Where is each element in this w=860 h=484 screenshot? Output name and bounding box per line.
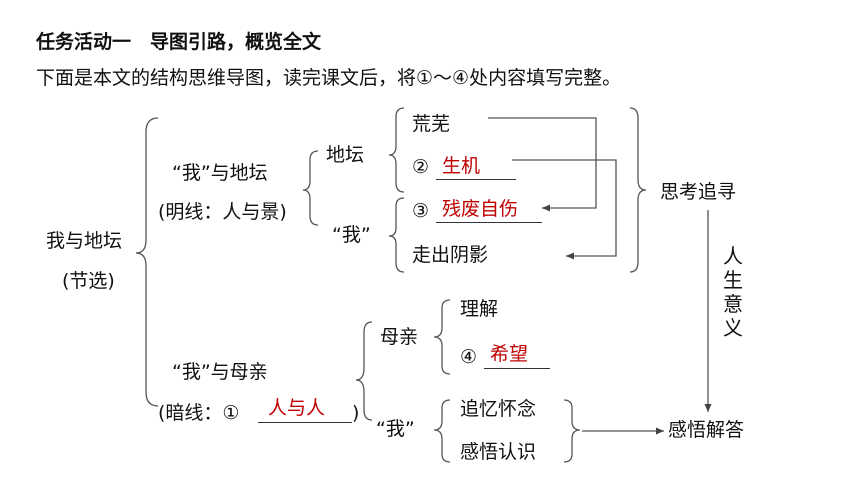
branch2-label: “我”与母亲 <box>172 361 268 383</box>
branch1-brace <box>302 150 319 226</box>
muqin-label: 母亲 <box>380 326 419 348</box>
root-title: 我与地坛 <box>46 230 123 252</box>
ditan-brace <box>388 107 405 193</box>
vertical-char-1: 人 <box>723 244 743 268</box>
arrow-shengji <box>512 159 617 260</box>
vertical-char-2: 生 <box>723 268 743 292</box>
arrow-huangwu <box>488 117 597 212</box>
answer-1-underline <box>258 422 352 423</box>
branch1-label: “我”与地坛 <box>172 162 268 184</box>
item-zhuiyihuainian: 追忆怀念 <box>460 398 537 420</box>
root-brace <box>135 117 159 407</box>
branch2-note-suffix: ) <box>352 402 360 424</box>
right-top-label: 思考追寻 <box>660 181 737 203</box>
branch2-note-prefix: (暗线：① <box>158 402 240 424</box>
right-brace <box>629 107 647 273</box>
item-zouchuyinying: 走出阴影 <box>412 244 489 266</box>
vertical-char-3: 意 <box>723 292 743 316</box>
root-subtitle: (节选) <box>62 270 115 292</box>
item-2-number: ② <box>412 156 430 178</box>
ditan-label: 地坛 <box>326 144 365 166</box>
close-brace <box>563 399 581 463</box>
wo2-brace <box>433 399 451 463</box>
vertical-char-4: 义 <box>723 316 743 340</box>
answer-2-shengji: 生机 <box>442 155 481 177</box>
right-bottom-label: 感悟解答 <box>668 419 745 441</box>
vertical-rensheng: 人 生 意 义 <box>722 244 744 340</box>
branch2-brace <box>355 321 373 421</box>
item-3-number: ③ <box>412 200 430 222</box>
wo2-label: “我” <box>376 418 415 440</box>
wo1-brace <box>388 197 405 273</box>
answer-2-underline <box>436 179 516 180</box>
answer-1-renyuren: 人与人 <box>268 397 326 419</box>
item-huangwu: 荒芜 <box>412 113 451 135</box>
muqin-brace <box>433 299 451 375</box>
answer-3-canfeizishang: 残废自伤 <box>442 198 519 220</box>
answer-4-xiwang: 希望 <box>490 343 529 365</box>
answer-3-underline <box>436 222 542 223</box>
answer-4-underline <box>484 368 550 369</box>
instruction-text: 下面是本文的结构思维导图，读完课文后，将①～④处内容填写完整。 <box>36 67 622 89</box>
page-heading: 任务活动一 导图引路，概览全文 <box>36 31 322 53</box>
item-ganwurenshi: 感悟认识 <box>460 441 537 463</box>
item-lijie: 理解 <box>460 298 499 320</box>
wo1-label: “我” <box>332 224 371 246</box>
item-4-number: ④ <box>460 346 478 368</box>
branch1-note: (明线：人与景) <box>158 201 287 223</box>
